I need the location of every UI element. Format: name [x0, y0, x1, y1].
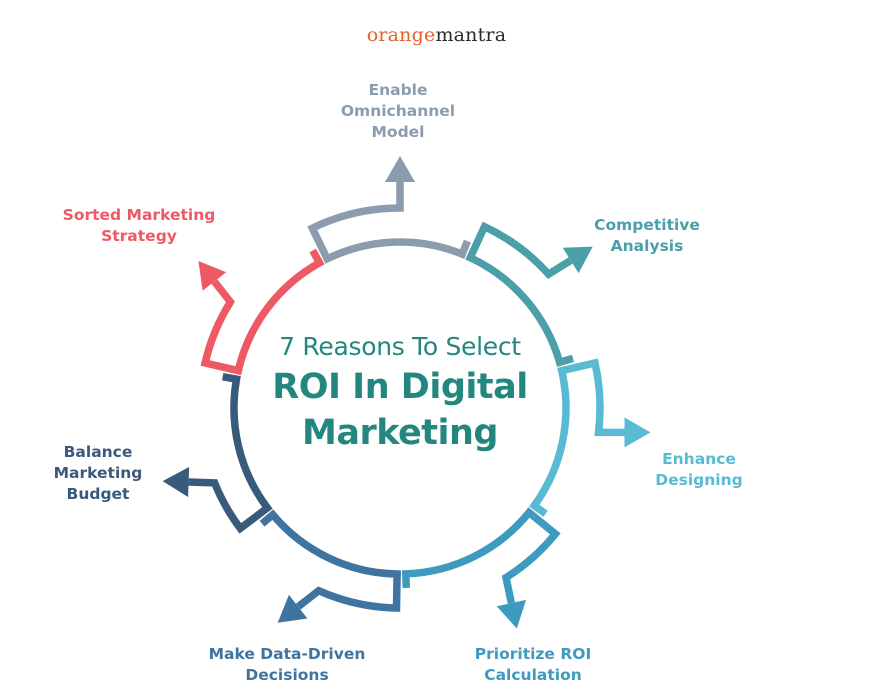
label-line: Decisions — [245, 666, 329, 684]
arrowhead-icon — [162, 467, 190, 497]
label-line: Model — [371, 123, 425, 141]
logo-orange-text: orange — [366, 24, 436, 46]
center-subtitle: 7 Reasons To Select — [279, 332, 521, 361]
label-line: Prioritize ROI — [474, 645, 592, 663]
label-line: Marketing — [53, 464, 143, 482]
label-line: Sorted Marketing — [62, 206, 216, 224]
segment-outline — [529, 358, 625, 517]
arrowhead-icon — [385, 156, 415, 182]
segment-outline — [307, 182, 471, 264]
segment-enable-omnichannel — [307, 156, 471, 264]
center-title-line1: ROI In Digital — [272, 367, 528, 407]
segment-outline — [259, 509, 401, 612]
label-line: Make Data-Driven — [208, 645, 366, 663]
label-line: Designing — [655, 471, 743, 489]
segment-sorted-marketing-strategy — [198, 248, 325, 376]
arrowhead-icon — [496, 599, 527, 629]
segment-outline — [200, 248, 325, 376]
segment-outline — [401, 507, 561, 604]
segment-prioritize-roi-calculation — [401, 507, 561, 629]
segment-enhance-designing — [529, 358, 651, 517]
logo-mantra-text: mantra — [435, 24, 507, 46]
arrowhead-icon — [277, 594, 308, 623]
center-title: 7 Reasons To Select ROI In Digital Marke… — [272, 330, 528, 456]
label-line: Enable — [368, 81, 428, 99]
label-line: Balance — [63, 443, 133, 461]
label-line: Competitive — [594, 216, 700, 234]
label-line: Enhance — [662, 450, 736, 468]
label-line: Budget — [66, 485, 130, 503]
orangemantra-logo: orangemantra — [0, 24, 873, 46]
segment-outline — [188, 373, 273, 534]
arrowhead-icon — [624, 417, 651, 448]
segment-competitive-analysis — [465, 221, 593, 367]
label-line: Strategy — [101, 227, 177, 245]
segment-make-data-driven-decisions — [259, 509, 401, 623]
arrowhead-icon — [562, 246, 593, 274]
label-line: Calculation — [484, 666, 582, 684]
center-title-line2: Marketing — [302, 413, 498, 453]
segment-outline — [465, 221, 575, 367]
arrowhead-icon — [198, 261, 227, 291]
label-line: Analysis — [610, 237, 684, 255]
segment-balance-marketing-budget — [162, 373, 273, 534]
label-line: Omnichannel — [340, 102, 456, 120]
label-prioritize-roi-calculation: Prioritize ROI Calculation — [475, 644, 591, 686]
